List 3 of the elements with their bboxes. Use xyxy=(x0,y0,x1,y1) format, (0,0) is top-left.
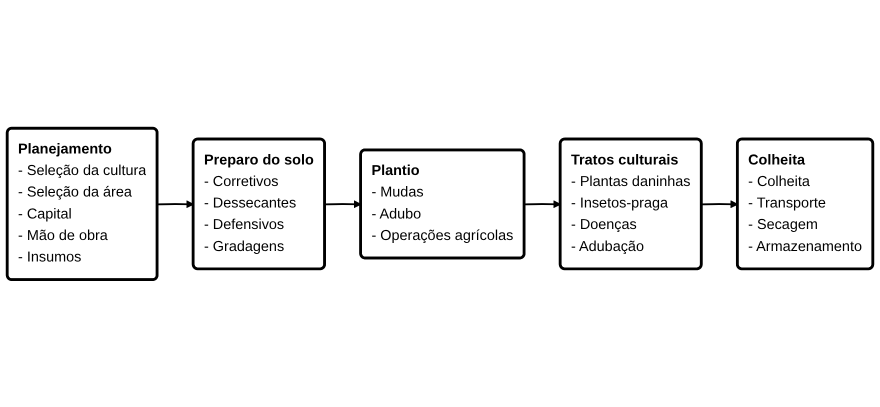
arrow xyxy=(524,200,561,208)
arrow xyxy=(325,200,362,208)
arrow xyxy=(158,200,194,208)
